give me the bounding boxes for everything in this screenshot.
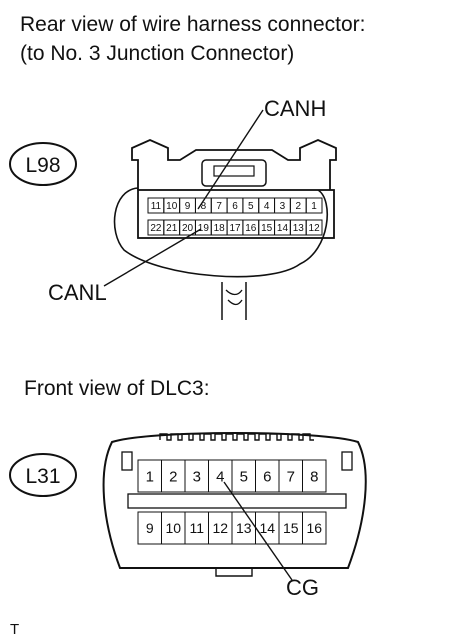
dlc3-pin-3-label: 3 — [193, 468, 201, 485]
dlc3-pin-5-label: 5 — [240, 468, 248, 485]
l98-lock-slot — [213, 165, 255, 177]
dlc3-right-post — [341, 451, 353, 471]
l98-pin-9-label: 9 — [185, 201, 191, 212]
l98-pin-1-cell — [305, 197, 323, 214]
l98-pin-19-label: 19 — [198, 223, 210, 234]
dlc3-top-ridges — [159, 433, 314, 441]
cg-label: CG — [286, 575, 319, 600]
l98-harness-stem — [221, 282, 247, 320]
dlc3-pin-14-label: 14 — [259, 520, 275, 536]
dlc3-pin-15-label: 15 — [283, 520, 299, 536]
l98-pin-6-label: 6 — [232, 201, 238, 212]
canh-leader — [197, 109, 264, 210]
l98-pin-3-label: 3 — [280, 201, 286, 212]
dlc3-pin-7-label: 7 — [287, 468, 295, 485]
l98-pin-5-label: 5 — [248, 201, 254, 212]
l98-pin-18-label: 18 — [214, 223, 226, 234]
l98-badge — [9, 142, 77, 186]
dlc3-pin-13-label: 13 — [236, 520, 252, 536]
dlc3-pin-2-label: 2 — [169, 468, 177, 485]
l98-pin-11-label: 11 — [151, 201, 162, 212]
dlc3-pin-6-label: 6 — [263, 468, 271, 485]
dlc3-left-post — [121, 451, 133, 471]
l31-id: L31 — [25, 465, 60, 488]
l98-pin-22-label: 22 — [150, 223, 162, 234]
l98-pin-12-label: 12 — [309, 223, 321, 234]
dlc3-pin-16-label: 16 — [306, 520, 322, 536]
dlc3-pin-1-label: 1 — [146, 468, 154, 485]
dlc3-pin-16-cell — [302, 511, 327, 545]
l98-pin-13-label: 13 — [293, 223, 305, 234]
l98-pin-16-label: 16 — [245, 223, 257, 234]
canl-label: CANL — [48, 280, 107, 305]
dlc3-pin-4-label: 4 — [216, 468, 224, 485]
rear-view-heading: Rear view of wire harness connector: — [20, 13, 366, 36]
l31-badge — [9, 453, 77, 497]
l98-pin-2-label: 2 — [295, 201, 301, 212]
dlc3-separator — [127, 493, 347, 509]
l98-pin-17-label: 17 — [229, 223, 241, 234]
canh-label: CANH — [264, 96, 327, 121]
footer-mark: T — [10, 621, 20, 638]
l98-pin-8-label: 8 — [201, 201, 207, 212]
l98-pin-7-label: 7 — [216, 201, 222, 212]
dlc3-heading: Front view of DLC3: — [24, 377, 210, 400]
l98-harness-outline — [113, 187, 329, 278]
l98-housing-top — [131, 139, 337, 190]
l98-pin-20-label: 20 — [182, 223, 194, 234]
dlc3-pin-10-label: 10 — [165, 520, 181, 536]
dlc3-pin-11-label: 11 — [189, 520, 204, 536]
dlc3-key — [215, 568, 253, 577]
l98-lock-tab — [201, 159, 267, 187]
canl-leader — [103, 228, 202, 287]
cg-leader — [223, 481, 293, 581]
l98-harness-wires — [225, 289, 243, 306]
dlc3-pin-9-label: 9 — [146, 520, 154, 536]
l98-pin-block — [137, 189, 335, 239]
dlc3-shell — [102, 432, 367, 569]
l98-pin-10-label: 10 — [166, 201, 178, 212]
l98-pin-1-label: 1 — [311, 201, 317, 212]
l98-pin-14-label: 14 — [277, 223, 289, 234]
rear-view-subheading: (to No. 3 Junction Connector) — [20, 42, 295, 65]
dlc3-pin-8-cell — [302, 459, 327, 493]
l98-pin-21-label: 21 — [166, 223, 178, 234]
l98-pin-4-label: 4 — [264, 201, 270, 212]
l98-pin-12-cell — [305, 219, 323, 236]
dlc3-pin-8-label: 8 — [310, 468, 318, 485]
dlc3-pin-12-label: 12 — [212, 520, 228, 536]
l98-id: L98 — [25, 154, 60, 177]
l98-pin-15-label: 15 — [261, 223, 273, 234]
